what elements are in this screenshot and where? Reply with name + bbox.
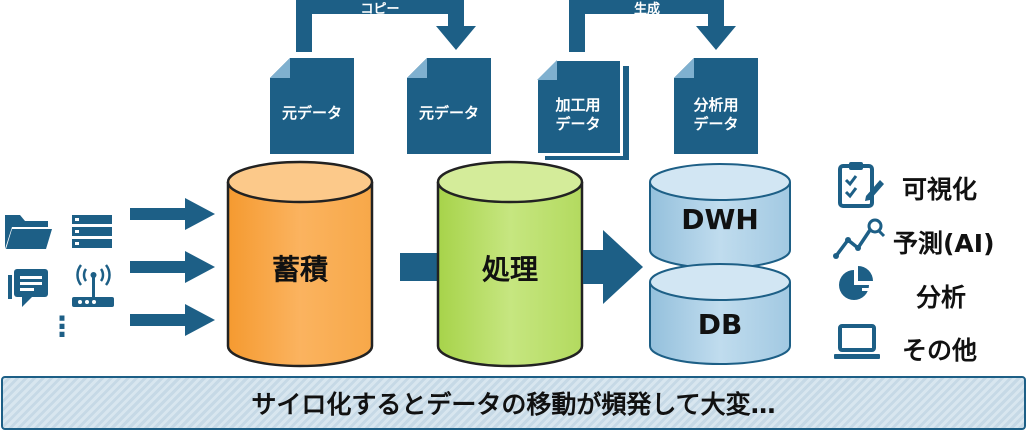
banner-text: サイロ化するとデータの移動が頻発して大変… xyxy=(251,390,776,419)
document-label-line: データ xyxy=(555,115,601,133)
input-arrow xyxy=(130,251,215,283)
dwh-label: DWH xyxy=(681,203,759,236)
more-sources-ellipsis: ⋮ xyxy=(48,310,76,343)
copy-arrowhead xyxy=(436,26,476,50)
server-icon xyxy=(72,215,112,248)
copy-label: コピー xyxy=(360,2,400,17)
document-icon xyxy=(270,58,354,154)
db-cylinder xyxy=(649,263,791,365)
input-arrow xyxy=(130,198,215,230)
output-label-analysis: 分析 xyxy=(916,283,967,312)
document-label: 元データ xyxy=(281,104,342,122)
document-icon xyxy=(674,58,758,154)
input-arrow xyxy=(130,304,215,336)
input-icons xyxy=(5,215,114,307)
flow-arrow xyxy=(400,253,440,281)
output-label-prediction: 予測(AI) xyxy=(893,229,995,258)
db-label: DB xyxy=(697,308,743,341)
copy-connector xyxy=(296,0,464,52)
output-label-visualization: 可視化 xyxy=(902,175,978,204)
document-label-line: 加工用 xyxy=(555,96,601,114)
pie-chart-icon xyxy=(839,266,873,300)
line-chart-icon xyxy=(833,218,886,259)
processing-cylinder xyxy=(436,160,584,368)
storage-cylinder xyxy=(226,160,374,368)
chat-icon xyxy=(8,269,48,307)
processing-label: 処理 xyxy=(481,253,538,286)
dwh-db-cylinders xyxy=(649,163,791,365)
document-label: 分析用データ xyxy=(676,96,756,134)
generate-arrowhead xyxy=(696,26,736,50)
generate-label: 生成 xyxy=(633,2,660,17)
generate-connector xyxy=(569,0,724,52)
router-icon xyxy=(72,264,114,307)
document-label: 元データ xyxy=(418,104,479,122)
top-flow-connectors xyxy=(296,0,736,52)
input-arrows xyxy=(130,198,215,336)
output-label-other: その他 xyxy=(902,336,978,365)
document-icon xyxy=(407,58,491,154)
bottom-banner: サイロ化するとデータの移動が頻発して大変… xyxy=(1,376,1026,430)
flow-arrow xyxy=(583,230,643,304)
laptop-icon xyxy=(834,324,880,359)
document-label-line: データ xyxy=(693,115,739,133)
storage-label: 蓄積 xyxy=(271,253,328,286)
clipboard-check-icon xyxy=(838,162,884,208)
folder-icon xyxy=(5,215,52,249)
output-icons xyxy=(833,162,886,359)
dwh-cylinder xyxy=(649,163,791,269)
document-label-line: 分析用 xyxy=(693,96,739,114)
stacked-documents-icon xyxy=(536,59,629,160)
document-label: 加工用データ xyxy=(533,96,623,134)
